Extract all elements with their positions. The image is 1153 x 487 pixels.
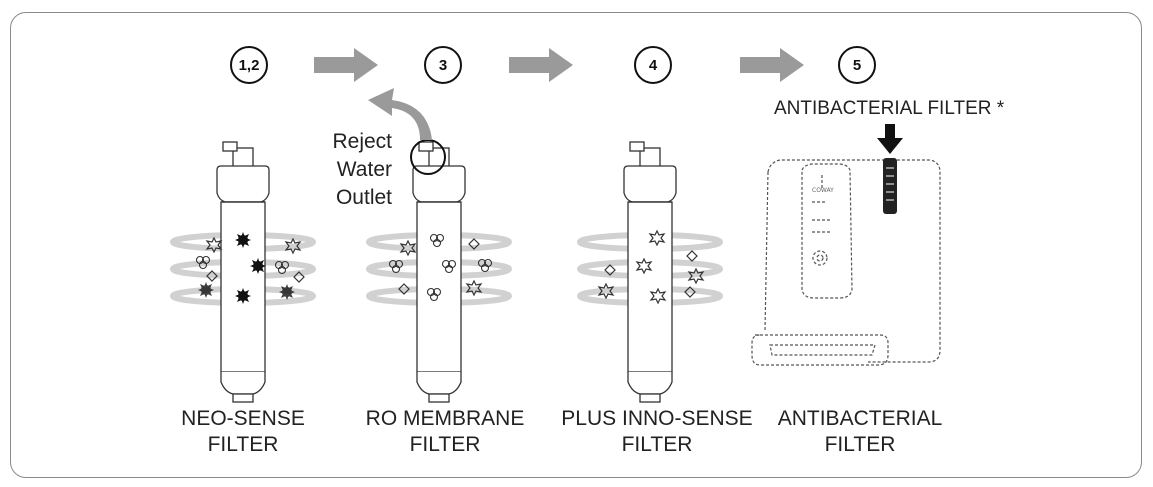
reject-line1: Reject <box>332 130 392 153</box>
reject-water-outlet-label: Reject Water Outlet <box>300 128 392 212</box>
step-circle-3: 3 <box>424 46 462 84</box>
step-label-plus-inno-sense: PLUS INNO-SENSE FILTER <box>561 406 752 458</box>
device-brand-text: COWAY <box>812 187 834 194</box>
filter-cartridge-icon <box>173 141 313 403</box>
label-line: PLUS INNO-SENSE <box>561 407 753 430</box>
step-circle-4: 4 <box>634 46 672 84</box>
step-circle-5: 5 <box>838 46 876 84</box>
reject-line3: Outlet <box>335 186 392 209</box>
flow-arrow-icon <box>314 48 378 82</box>
label-line: FILTER <box>824 433 896 456</box>
step-circle-1-2: 1,2 <box>230 46 268 84</box>
label-line: NEO-SENSE <box>181 407 305 430</box>
label-line: RO MEMBRANE <box>365 407 525 430</box>
label-line: ANTIBACTERIAL <box>777 407 943 430</box>
antibacterial-filter-icon <box>883 158 897 214</box>
label-line: FILTER <box>409 433 481 456</box>
label-line: FILTER <box>207 433 279 456</box>
step-number: 4 <box>648 56 658 74</box>
step-label-ro-membrane: RO MEMBRANE FILTER <box>366 406 525 458</box>
label-line: FILTER <box>621 433 693 456</box>
step-label-antibacterial: ANTIBACTERIAL FILTER <box>778 406 943 458</box>
flow-arrow-icon <box>509 48 573 82</box>
step-label-neo-sense: NEO-SENSE FILTER <box>181 406 305 458</box>
step-number: 5 <box>852 56 862 74</box>
flow-arrow-icon <box>740 48 804 82</box>
diagram-frame <box>10 12 1142 478</box>
down-arrow-icon <box>877 124 903 154</box>
filter-cartridge-icon <box>580 141 720 403</box>
reject-curve-arrow-icon <box>368 88 432 140</box>
step-number: 3 <box>438 56 448 74</box>
water-purifier-icon <box>751 159 941 366</box>
reject-line2: Water <box>336 158 392 181</box>
step-number: 1,2 <box>238 56 260 74</box>
antibacterial-callout: ANTIBACTERIAL FILTER * <box>774 98 1005 119</box>
